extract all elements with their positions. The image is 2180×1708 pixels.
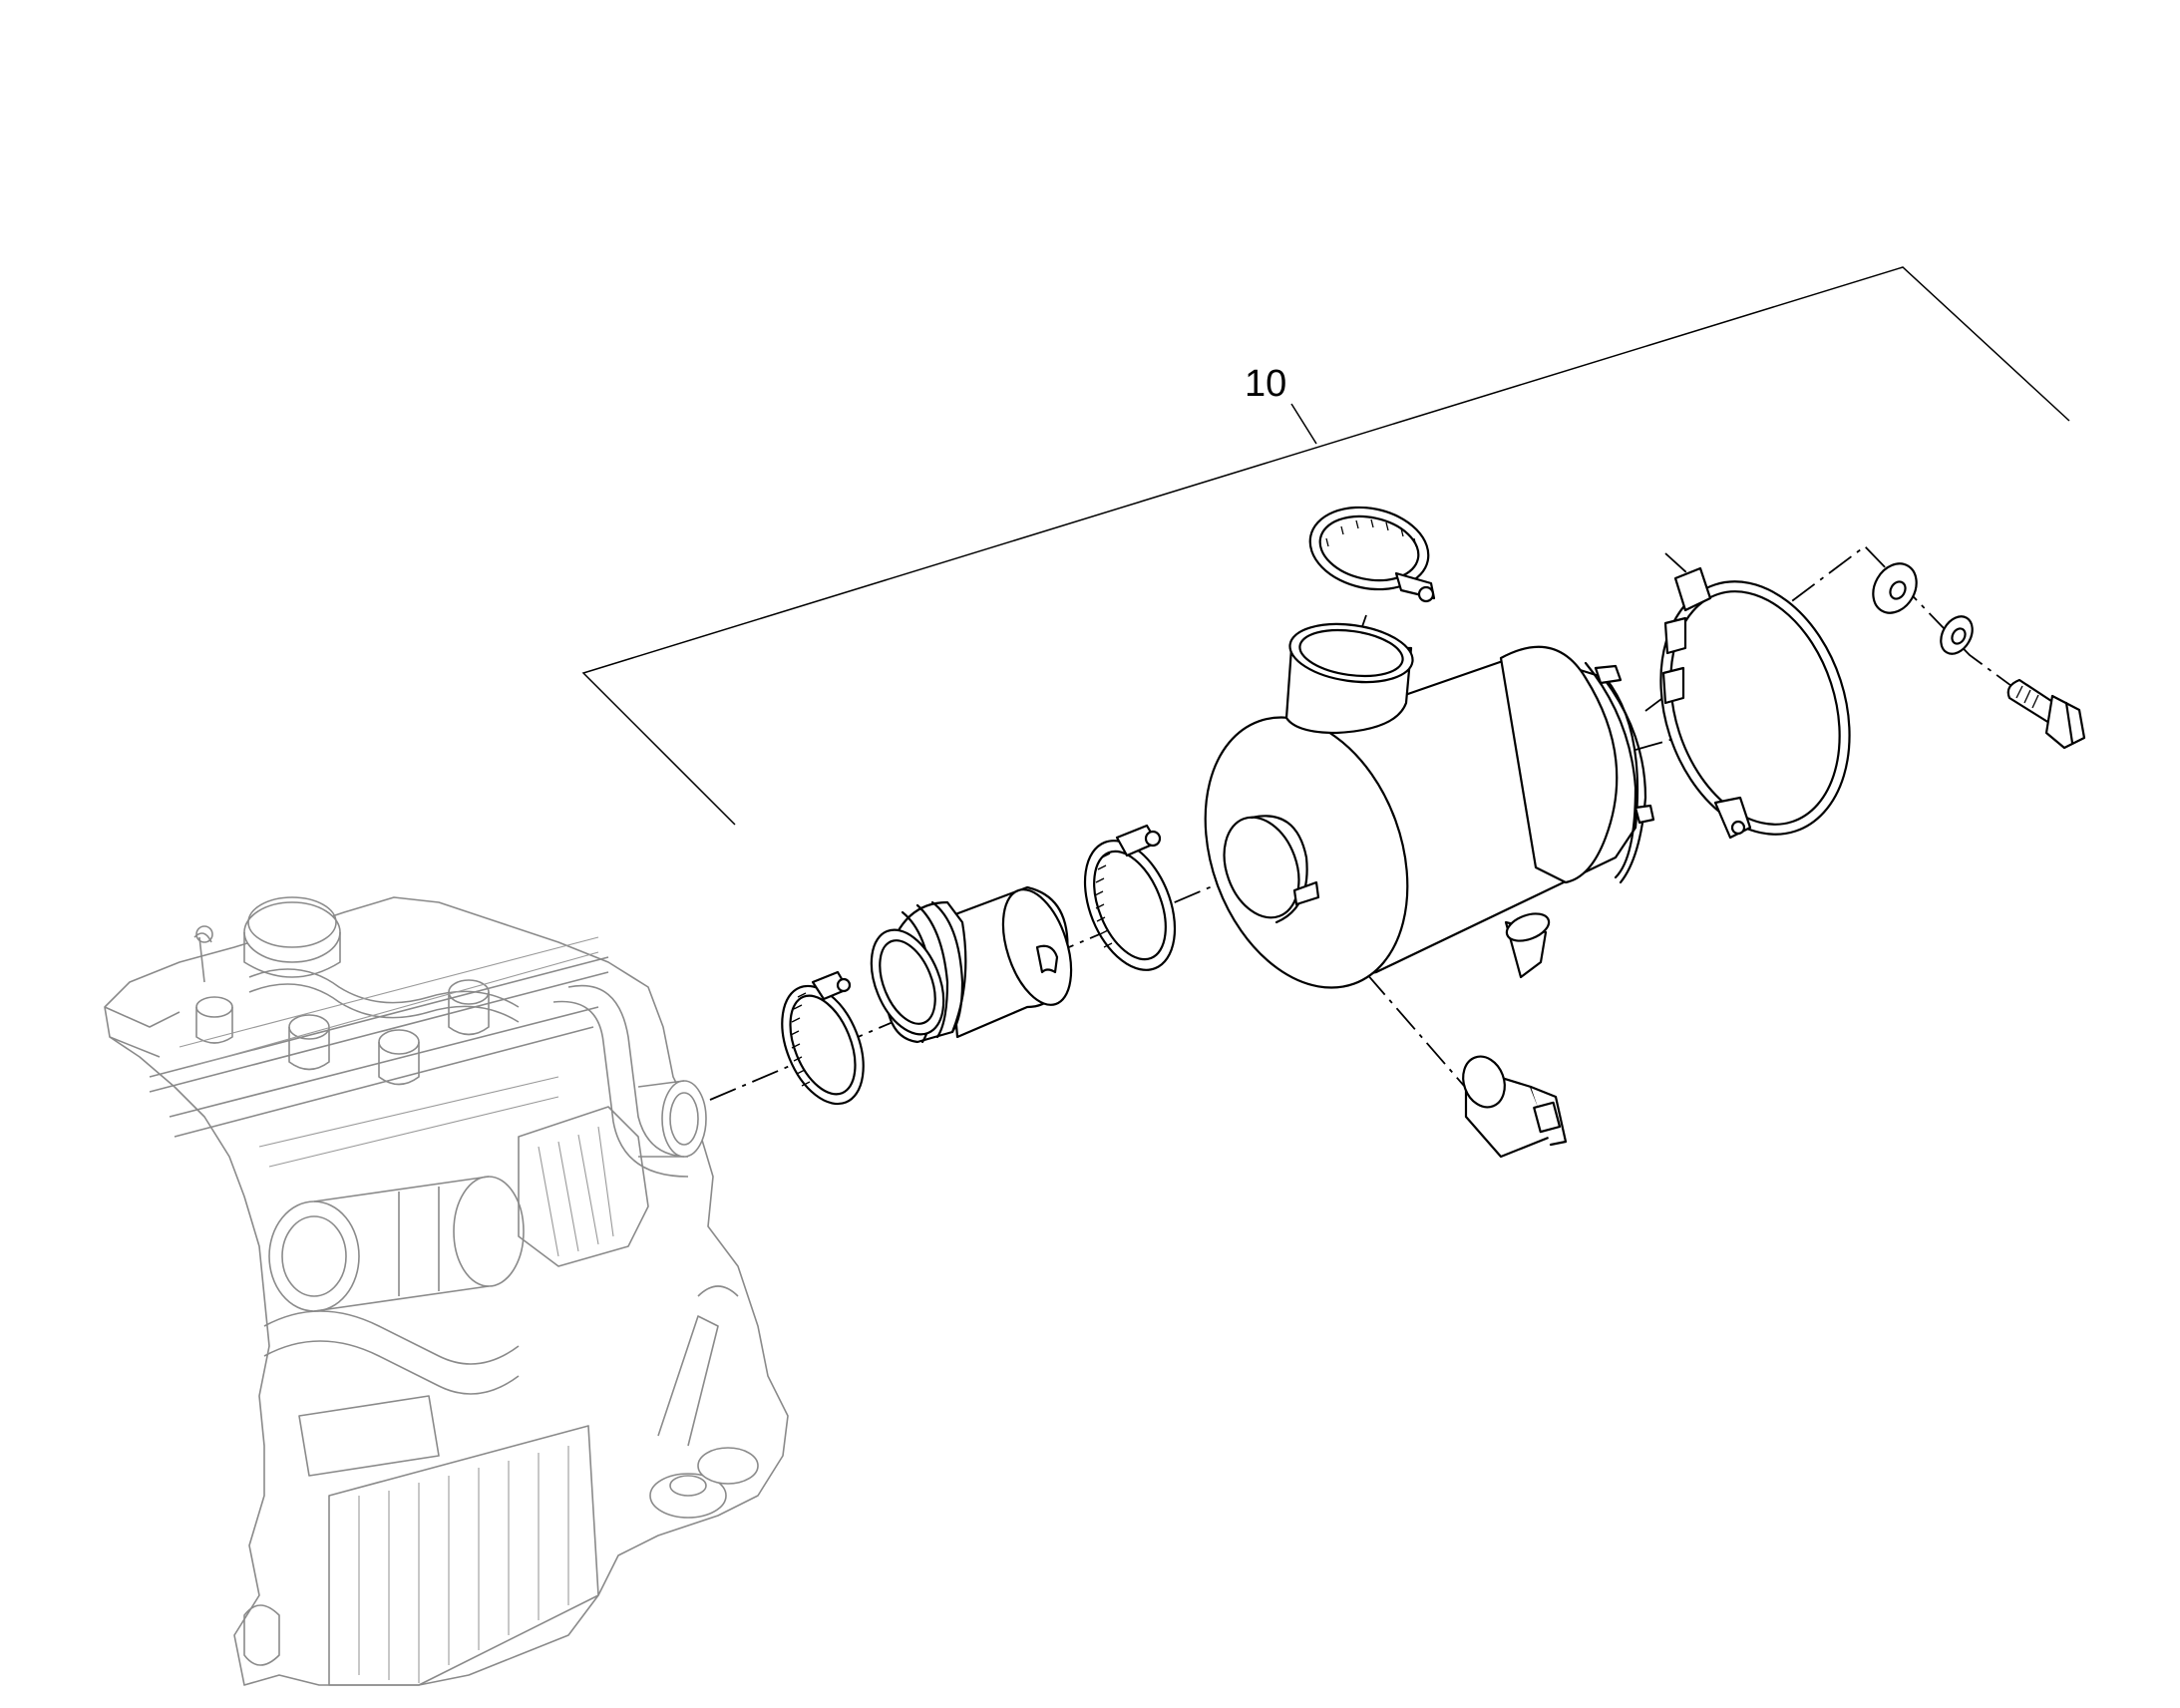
engine-block [104,896,789,1686]
air-filter-housing [1204,622,1655,989]
callout-label-10: 10 [1245,363,1286,405]
washer-small [1940,615,1974,655]
restriction-sensor [1462,1055,1568,1159]
bolt [2006,678,2086,750]
hose-clamp-middle [1083,824,1177,971]
washer-large [1872,562,1918,614]
hose-clamp-left [781,970,865,1106]
callout-item-10: 10 [581,266,2070,826]
intake-bellows-hose [870,885,1073,1044]
hose-clamp-top [1308,506,1436,603]
mounting-band-bracket [1659,566,1851,840]
